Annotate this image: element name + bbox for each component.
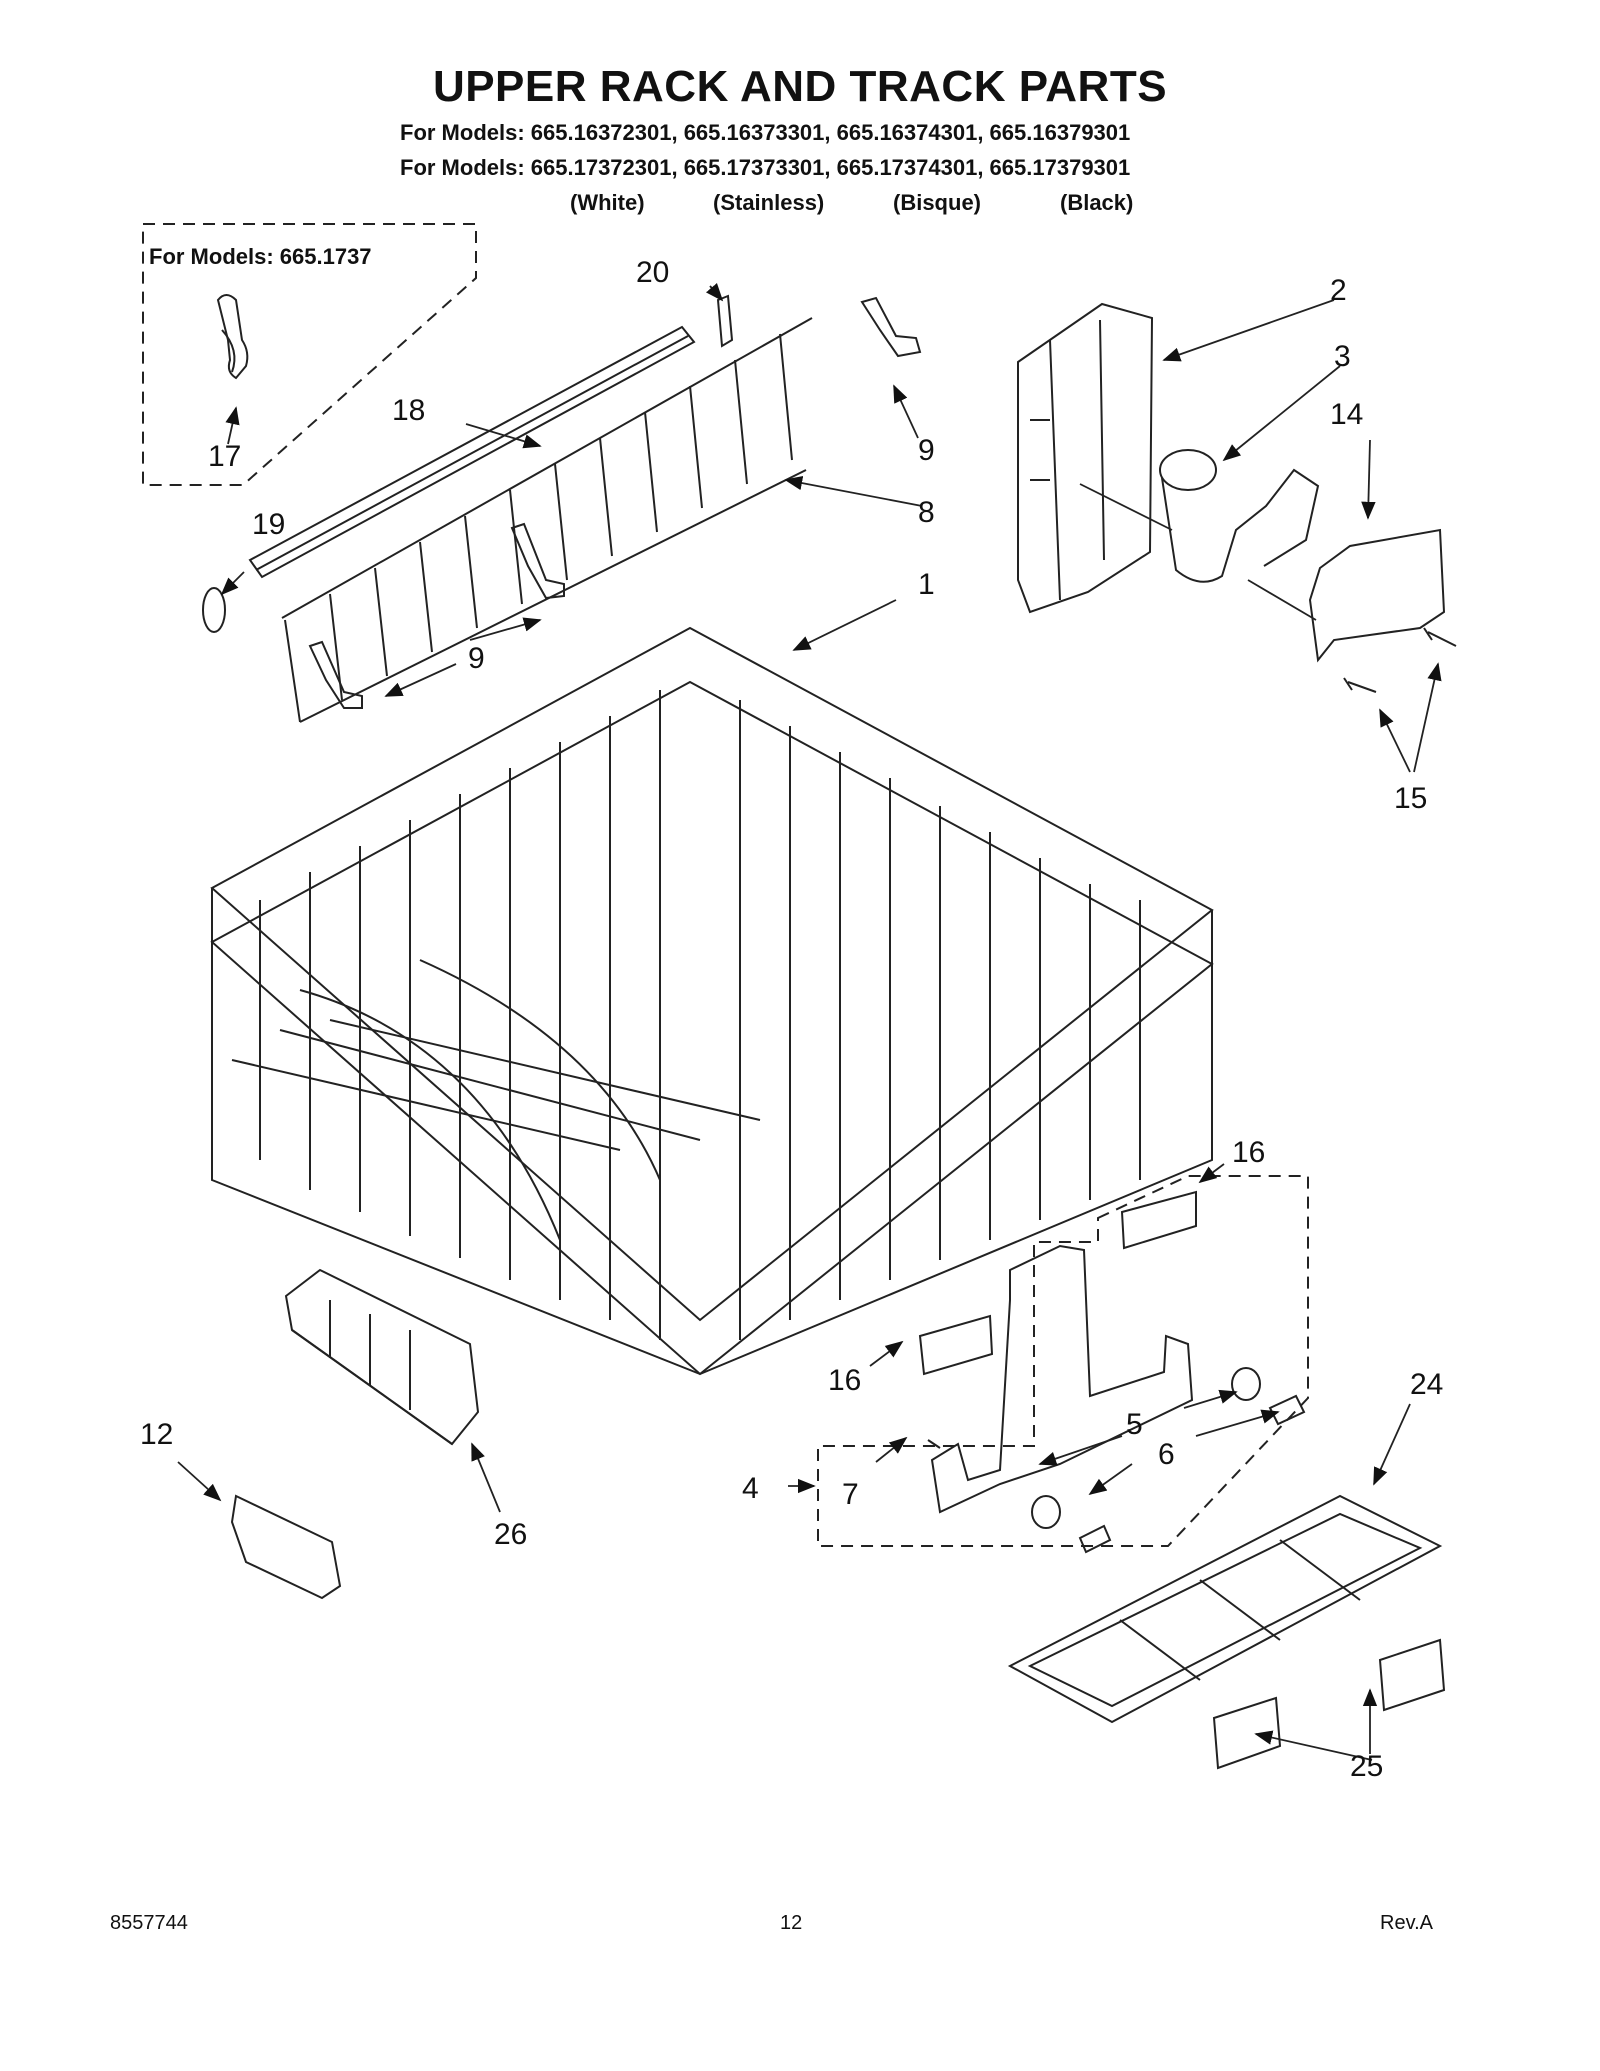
part-7-pin	[927, 1439, 941, 1449]
part-20-clip	[716, 294, 734, 348]
part-25-clip-b	[1212, 1696, 1282, 1770]
callout-15: 15	[1394, 782, 1428, 815]
callout-26: 26	[494, 1518, 528, 1551]
color-black: (Black)	[1060, 190, 1134, 215]
callout-17: 17	[208, 440, 242, 473]
callout-4: 4	[742, 1472, 759, 1505]
part-16-clip-top	[1120, 1190, 1197, 1250]
callout-3: 3	[1334, 340, 1351, 373]
revision: Rev.A	[1380, 1912, 1433, 1934]
callout-5: 5	[1126, 1408, 1143, 1441]
doc-number: 8557744	[110, 1912, 188, 1934]
models-line-2: For Models: 665.17372301, 665.17373301, …	[400, 155, 1131, 180]
callout-9-top: 9	[918, 434, 935, 467]
part-25-clip-a	[1378, 1638, 1446, 1712]
part-9-clip-low	[308, 640, 363, 709]
callout-8: 8	[918, 496, 935, 529]
part-16-clip-low	[918, 1314, 994, 1376]
part-19-end-cap	[202, 587, 226, 633]
callout-2: 2	[1330, 274, 1347, 307]
callout-16-low: 16	[828, 1364, 862, 1397]
callout-24: 24	[1410, 1368, 1444, 1401]
part-4-track	[930, 1244, 1194, 1514]
part-6-axle-a	[1268, 1394, 1306, 1426]
part-4-dashed-box	[817, 1175, 1309, 1547]
part-8-tine-row	[281, 317, 813, 723]
part-9-clip-mid	[510, 522, 565, 600]
part-3-adjuster	[1159, 449, 1320, 583]
callout-14: 14	[1330, 398, 1364, 431]
part-12-clip	[230, 1494, 342, 1600]
callout-9-low: 9	[468, 642, 485, 675]
part-14-cover	[1308, 528, 1446, 663]
part-9-clip-top	[860, 296, 922, 358]
callout-19: 19	[252, 508, 286, 541]
callout-6: 6	[1158, 1438, 1175, 1471]
page-number: 12	[780, 1912, 803, 1934]
part-1-upper-rack	[210, 626, 1214, 1376]
callout-25: 25	[1350, 1750, 1384, 1783]
inset-dashed-border	[142, 223, 477, 486]
part-5-wheel-a	[1231, 1367, 1261, 1401]
callout-16-top: 16	[1232, 1136, 1266, 1169]
part-15-screw-b	[1343, 677, 1377, 693]
color-stainless: (Stainless)	[713, 190, 825, 215]
callout-7: 7	[842, 1478, 859, 1511]
callout-1: 1	[918, 568, 935, 601]
part-15-screw-a	[1423, 627, 1457, 647]
inset-models-label: For Models: 665.1737	[147, 244, 374, 270]
part-5-wheel-b	[1031, 1495, 1061, 1529]
callout-18: 18	[392, 394, 426, 427]
models-line-1: For Models: 665.16372301, 665.16373301, …	[400, 120, 1131, 145]
callout-20: 20	[636, 256, 670, 289]
part-17-hose-clip	[216, 294, 249, 380]
part-18-rail	[248, 325, 696, 579]
part-26-basket	[284, 1268, 480, 1446]
color-white: (White)	[570, 190, 645, 215]
part-6-axle-b	[1078, 1524, 1112, 1554]
callout-12: 12	[140, 1418, 174, 1451]
part-2-housing	[1017, 302, 1154, 614]
color-bisque: (Bisque)	[893, 190, 981, 215]
page-title: UPPER RACK AND TRACK PARTS	[432, 62, 1168, 111]
part-24-tray	[1007, 1494, 1443, 1724]
leader-lines	[177, 283, 1442, 1761]
